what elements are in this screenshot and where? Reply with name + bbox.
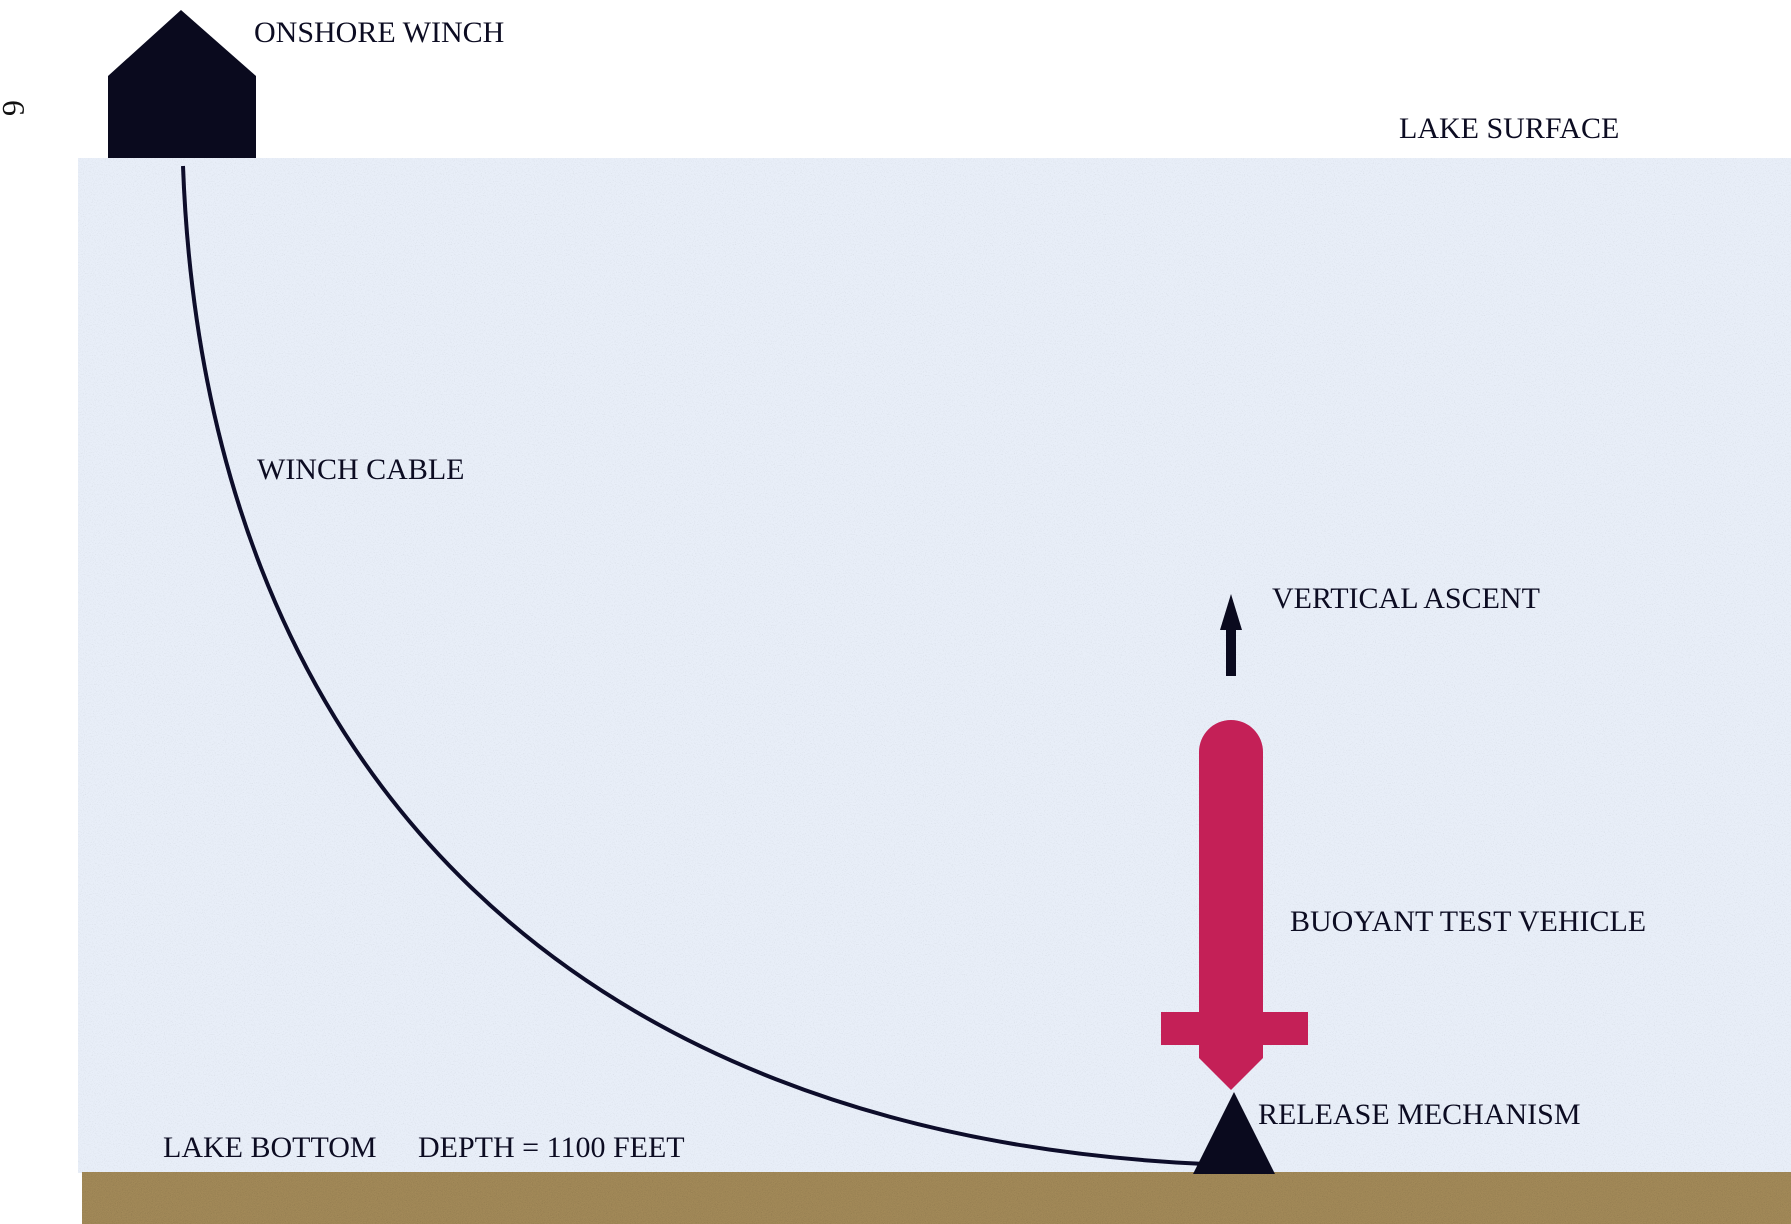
buoyant-test-vehicle-label: BUOYANT TEST VEHICLE: [1290, 905, 1647, 938]
onshore-winch-label: ONSHORE WINCH: [254, 16, 505, 49]
buoyant-test-vehicle-icon: [1161, 720, 1308, 1090]
vertical-ascent-arrow-icon: [1220, 594, 1242, 676]
winch-cable-label: WINCH CABLE: [257, 453, 465, 486]
release-mechanism-label: RELEASE MECHANISM: [1258, 1098, 1581, 1131]
lake-water: [78, 158, 1791, 1173]
onshore-winch-icon: [108, 10, 256, 158]
winch-cable-line: [181, 165, 1206, 1166]
depth-label: DEPTH = 1100 FEET: [418, 1131, 685, 1164]
page-number: 6: [0, 100, 32, 116]
vertical-ascent-label: VERTICAL ASCENT: [1272, 582, 1540, 615]
lake-bottom-ground: [82, 1172, 1791, 1224]
lake-surface-label: LAKE SURFACE: [1399, 112, 1620, 145]
release-mechanism-icon: [1193, 1092, 1275, 1174]
lake-bottom-label: LAKE BOTTOM: [163, 1131, 377, 1164]
